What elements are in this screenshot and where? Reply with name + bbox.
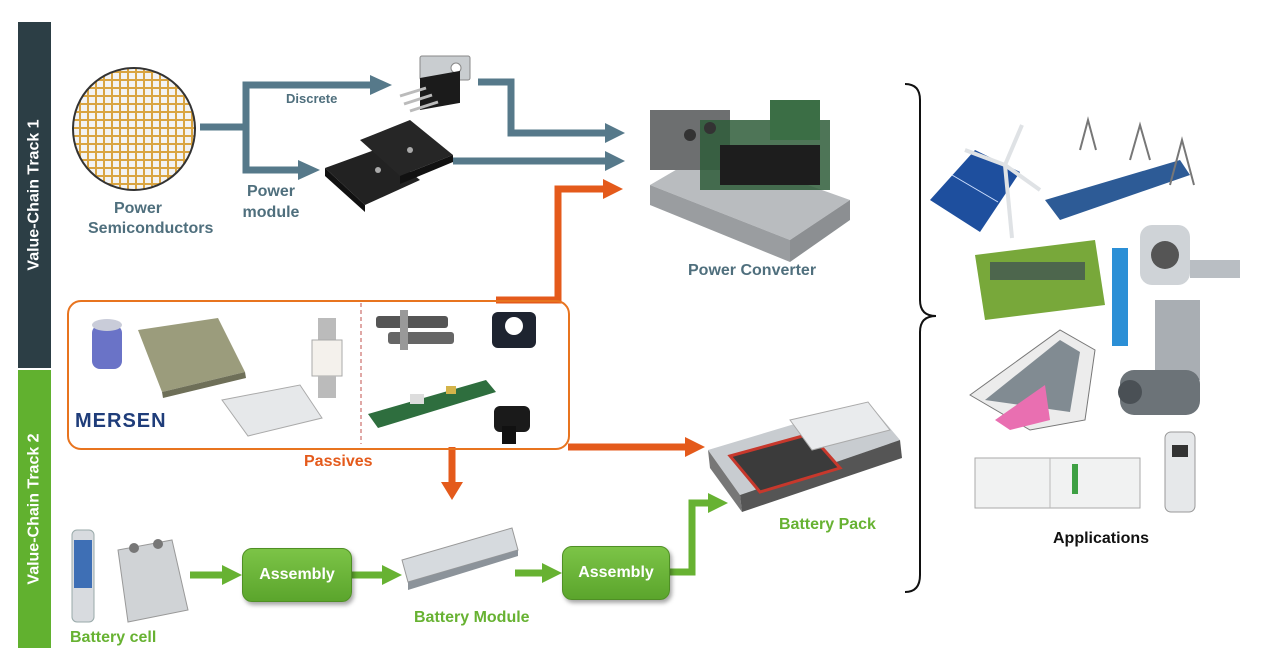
power-module-label-line1: Power bbox=[246, 183, 295, 200]
power-converter-label: Power Converter bbox=[688, 262, 817, 279]
power-semiconductors-label: Power Semiconductors bbox=[88, 199, 214, 239]
passives-label: Passives bbox=[304, 453, 373, 470]
power-converter-image bbox=[650, 100, 850, 262]
tram-icon bbox=[969, 329, 1096, 431]
passives-frame bbox=[67, 300, 570, 450]
assembly-button-2[interactable]: Assembly bbox=[562, 546, 670, 600]
assembly-button-1[interactable]: Assembly bbox=[242, 548, 352, 602]
green-arrowheads bbox=[222, 493, 728, 585]
bus-icon bbox=[975, 240, 1105, 320]
ev-charger-icon bbox=[1164, 431, 1196, 513]
transistor-image bbox=[399, 55, 471, 113]
applications-collage bbox=[930, 116, 1240, 513]
green-arrows bbox=[190, 499, 712, 579]
power-pylon-icon bbox=[1079, 116, 1195, 186]
discrete-label: Discrete bbox=[286, 91, 338, 106]
driver-board-image bbox=[368, 380, 496, 428]
wafer-image bbox=[72, 67, 196, 191]
container-storage-icon bbox=[974, 457, 1141, 509]
fuse-image bbox=[311, 318, 343, 398]
value-chain-track-1-bar: Value-Chain Track 1 bbox=[18, 22, 51, 368]
battery-pack-image bbox=[708, 401, 902, 512]
applications-label: Applications bbox=[1053, 530, 1150, 547]
electric-motor-icon bbox=[1118, 370, 1200, 415]
battery-cell-image bbox=[71, 529, 189, 623]
current-sensor-image bbox=[492, 312, 536, 348]
power-semiconductors-label-line2: Semiconductors bbox=[88, 220, 214, 237]
power-module-label: Power module bbox=[238, 181, 304, 223]
blue-arrowheads bbox=[298, 75, 625, 180]
battery-module-image bbox=[401, 527, 519, 590]
power-module-image bbox=[325, 120, 453, 212]
connector-image bbox=[494, 406, 530, 444]
ship-icon bbox=[1045, 160, 1190, 220]
mersen-logo: MERSEN bbox=[75, 410, 167, 432]
orange-arrowheads bbox=[441, 179, 705, 500]
blue-arrows bbox=[200, 78, 608, 174]
laminated-busbar-image bbox=[221, 384, 323, 437]
capacitor-image bbox=[92, 319, 122, 369]
inverter-cabinet-icon bbox=[1155, 300, 1200, 380]
battery-module-label: Battery Module bbox=[414, 609, 530, 626]
applications-brace bbox=[904, 83, 937, 593]
mri-scanner-icon bbox=[1140, 225, 1240, 285]
battery-pack-label: Battery Pack bbox=[779, 516, 876, 533]
busbar-plate-image bbox=[138, 318, 246, 398]
resistors-image bbox=[376, 310, 454, 350]
power-module-label-line2: module bbox=[242, 204, 300, 221]
charging-station-icon bbox=[1112, 248, 1128, 346]
wind-turbine-icon bbox=[964, 124, 1042, 239]
power-semiconductors-label-line1: Power bbox=[113, 200, 162, 217]
solar-panel-icon bbox=[930, 150, 1020, 232]
value-chain-track-2-bar: Value-Chain Track 2 bbox=[18, 370, 51, 648]
battery-cell-label: Battery cell bbox=[70, 629, 157, 646]
